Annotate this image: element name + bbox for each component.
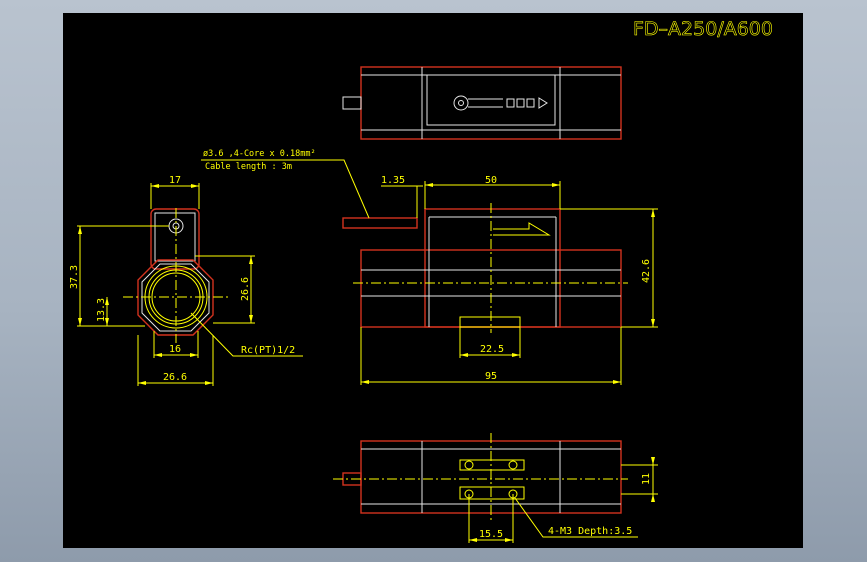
top-view-indicator-icon — [453, 95, 469, 111]
dim-1-35: 1.35 — [381, 175, 405, 186]
dim-13-3: 13.3 — [96, 298, 107, 322]
cable-note-line2: Cable length : 3m — [205, 162, 292, 172]
thread-label: Rc(PT)1/2 — [241, 345, 295, 356]
top-view-outline — [360, 66, 622, 140]
front-view-cable — [342, 217, 418, 229]
dim-42-6: 42.6 — [641, 259, 652, 283]
dim-17: 17 — [169, 175, 181, 186]
mount-hole-1 — [464, 460, 474, 470]
side-view-head-outline — [150, 208, 200, 270]
mounting-plate — [459, 459, 525, 500]
flow-direction-arrow — [493, 222, 551, 236]
top-view-play-icon — [538, 97, 548, 109]
front-view-body-outline — [424, 208, 561, 328]
cable-note: ø3.6 ,4-Core x 0.18mm² Cable length : 3m — [201, 149, 370, 219]
front-view: 1.35 50 42.6 22.5 95 — [342, 175, 658, 385]
side-view-hex-outline — [137, 259, 214, 336]
dim-50: 50 — [485, 175, 497, 186]
drawing-title: FD–A250/A600 — [633, 18, 773, 40]
side-view-head-body — [154, 212, 196, 262]
dim-95: 95 — [485, 371, 497, 382]
dim-22-5: 22.5 — [480, 344, 504, 355]
side-view: 17 37.3 13.3 26.6 16 Rc(PT)1/2 — [69, 175, 303, 386]
drawing-canvas: FD–A250/A600 1.35 — [63, 13, 803, 548]
dim-16: 16 — [169, 344, 181, 355]
mount-label: 4-M3 Depth:3.5 — [548, 526, 632, 537]
dim-37-3: 37.3 — [69, 265, 80, 289]
mount-hole-2 — [508, 460, 518, 470]
dim-15-5: 15.5 — [479, 529, 503, 540]
dim-26-6-horizontal: 26.6 — [163, 372, 187, 383]
dim-11: 11 — [641, 473, 652, 485]
dim-26-6-vertical: 26.6 — [240, 277, 251, 301]
bottom-view: 11 15.5 4-M3 Depth:3.5 — [333, 433, 658, 543]
top-view-cable — [342, 96, 362, 110]
top-view — [342, 66, 622, 140]
cable-note-line1: ø3.6 ,4-Core x 0.18mm² — [203, 149, 316, 159]
side-view-port-circle — [148, 269, 204, 325]
top-view-display-panel — [426, 74, 556, 126]
technical-drawing: FD–A250/A600 1.35 — [69, 18, 773, 543]
